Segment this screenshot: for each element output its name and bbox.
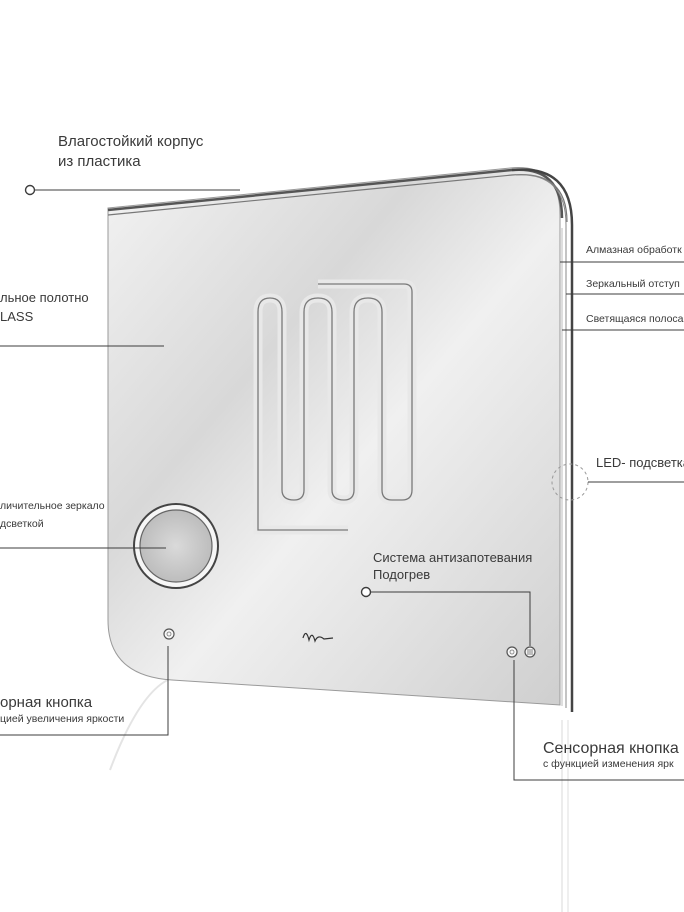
sensor-button-right[interactable] xyxy=(506,646,518,658)
callout-sensor-left xyxy=(0,646,169,736)
label-diamond: Алмазная обработк xyxy=(586,244,682,256)
label-sensor-left-line2: цией увеличения яркости xyxy=(0,713,125,725)
sensor-button-right-ring xyxy=(509,649,515,655)
label-housing-line2: из пластика xyxy=(58,153,141,170)
heat-icon xyxy=(527,649,533,655)
label-magnifier-line2: дсветкой xyxy=(0,518,44,530)
callout-antifog xyxy=(368,591,531,646)
callout-sensor-right xyxy=(513,660,684,781)
reflection-arc xyxy=(109,677,173,771)
label-sensor-right-line2: с функцией изменения ярк xyxy=(543,758,674,770)
magnifier-glass xyxy=(139,509,213,583)
label-glow-strip: Светящаяся полоса xyxy=(586,313,684,325)
label-sensor-left-line1: орная кнопка xyxy=(0,694,93,711)
sensor-button-left[interactable] xyxy=(163,628,175,640)
frame-right-edge xyxy=(511,168,574,712)
label-antifog-line2: Подогрев xyxy=(373,567,431,582)
label-housing-line1: Влагостойкий корпус xyxy=(58,133,204,150)
label-antifog-line1: Система антизапотевания xyxy=(373,550,533,565)
label-canvas-line2: LASS xyxy=(0,309,34,324)
label-canvas-line1: льное полотно xyxy=(0,290,89,305)
label-mirror-margin: Зеркальный отступ xyxy=(586,278,680,290)
frame-top-edge-inner xyxy=(107,173,568,223)
callout-dot-housing xyxy=(24,184,36,196)
frame-right-inner xyxy=(515,174,567,708)
sensor-button-left-ring xyxy=(166,631,172,637)
label-magnifier-line1: личительное зеркало xyxy=(0,500,105,512)
callout-dot-antifog xyxy=(360,586,372,598)
heating-element xyxy=(257,283,413,531)
label-sensor-right-line1: Сенсорная кнопка xyxy=(543,740,679,757)
brand-logo xyxy=(302,632,334,643)
label-led: LED- подсветка xyxy=(596,455,684,470)
